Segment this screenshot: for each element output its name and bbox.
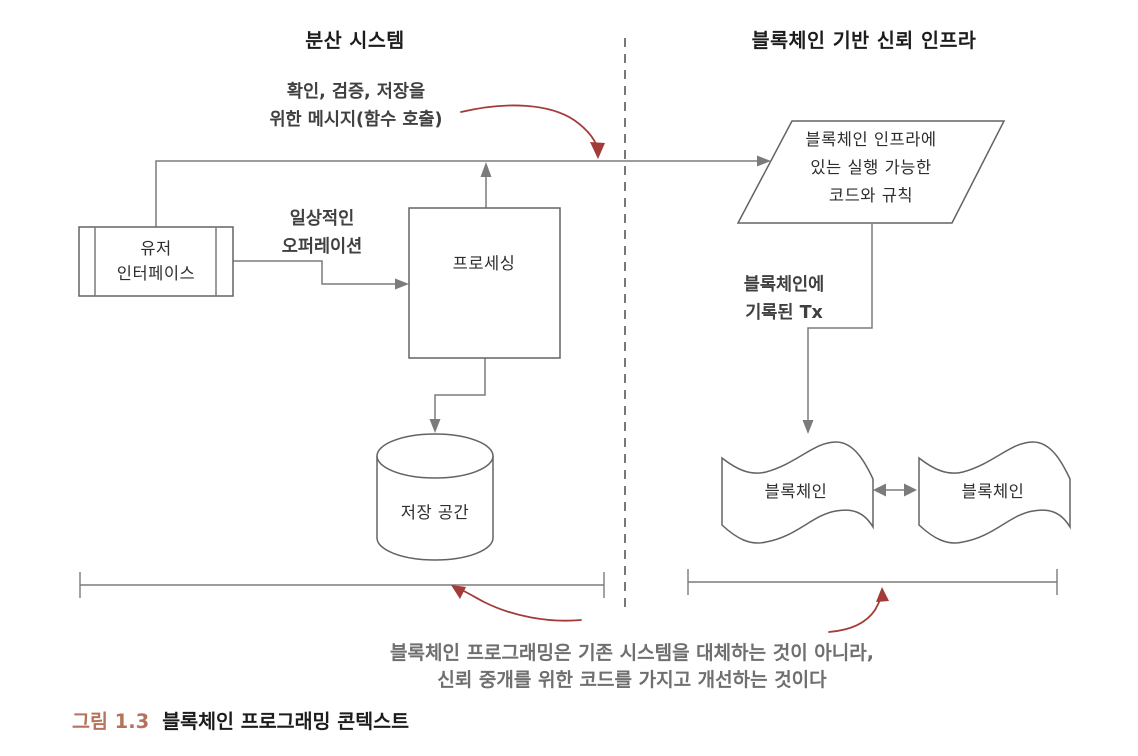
- left-section-title: 분산 시스템: [305, 24, 405, 53]
- wave-outline: [918, 441, 1071, 544]
- red-curve: [460, 104, 598, 147]
- arrowhead-up-icon: [480, 162, 492, 177]
- routine-label-line1: 일상적인: [289, 209, 355, 229]
- footnote-line2: 신뢰 중개를 위한 코드를 가지고 개선하는 것이다: [437, 669, 827, 691]
- arrowhead-up-icon: [876, 587, 889, 602]
- message-label-line2: 위한 메시지(함수 호출): [269, 110, 443, 130]
- connector-line: [233, 260, 397, 285]
- arrowhead-left-icon: [873, 483, 886, 497]
- connector-line: [155, 160, 759, 227]
- message-label-line1: 확인, 검증, 저장을: [286, 82, 426, 102]
- cylinder-body: [376, 456, 494, 561]
- arrow-blockchain-sync: [873, 483, 917, 497]
- arrowhead-down-icon: [590, 142, 605, 159]
- blockchain-left-label: 블록체인: [765, 479, 828, 504]
- footnote-line1: 블록체인 프로그래밍은 기존 시스템을 대체하는 것이 아니라,: [390, 642, 874, 664]
- box-side-bars: [94, 227, 217, 296]
- caption-number: 그림 1.3: [72, 710, 150, 733]
- arrow-processing-up: [480, 162, 492, 208]
- figure-caption: 그림 1.3 블록체인 프로그래밍 콘텍스트: [72, 705, 409, 734]
- infra-code-line2: 있는 실행 가능한: [810, 158, 932, 177]
- red-arrow-right-note: [828, 587, 889, 633]
- right-bracket: [687, 569, 1058, 595]
- processing-label-text: 프로세싱: [452, 254, 516, 273]
- processing-box: [408, 207, 561, 359]
- wave-outline: [721, 441, 874, 544]
- right-section-title-text: 블록체인 기반 신뢰 인프라: [751, 29, 977, 52]
- storage-label: 저장 공간: [401, 500, 469, 525]
- caption-text: 블록체인 프로그래밍 콘텍스트: [162, 710, 410, 733]
- red-curve: [459, 588, 582, 622]
- processing-label: 프로세싱: [453, 251, 516, 276]
- storage-cylinder: [376, 433, 494, 561]
- left-bracket: [79, 572, 605, 598]
- routine-label-line2: 오퍼레이션: [281, 237, 363, 257]
- infra-code-line1: 블록체인 인프라에: [805, 130, 937, 149]
- footnote: 블록체인 프로그래밍은 기존 시스템을 대체하는 것이 아니라, 신뢰 중개를 …: [390, 640, 874, 694]
- routine-operation-label: 일상적인 오퍼레이션: [282, 205, 363, 261]
- message-label: 확인, 검증, 저장을 위한 메시지(함수 호출): [269, 78, 442, 134]
- tx-label: 블록체인에 기록된 Tx: [744, 271, 825, 327]
- cylinder-top: [376, 433, 494, 479]
- red-curve: [828, 596, 882, 633]
- storage-label-text: 저장 공간: [400, 503, 470, 522]
- right-section-title: 블록체인 기반 신뢰 인프라: [752, 24, 977, 53]
- blockchain-right-text: 블록체인: [961, 482, 1025, 501]
- infra-code-line3: 코드와 규칙: [828, 186, 914, 205]
- tx-label-line1: 블록체인에: [743, 275, 825, 295]
- arrowhead-right-icon: [757, 155, 771, 167]
- connector-line: [434, 358, 486, 420]
- arrowhead-right-icon: [904, 483, 917, 497]
- box-outline: [78, 226, 234, 297]
- red-arrow-message: [460, 104, 605, 159]
- tx-label-line2: 기록된 Tx: [745, 303, 823, 323]
- left-section-title-text: 분산 시스템: [305, 29, 405, 52]
- arrow-ui-to-processing: [233, 260, 409, 290]
- blockchain-right-label: 블록체인: [962, 479, 1025, 504]
- blockchain-left-text: 블록체인: [764, 482, 828, 501]
- arrowhead-down-icon: [802, 420, 814, 434]
- arrowhead-up-icon: [451, 585, 466, 599]
- infra-code-label: 블록체인 인프라에 있는 실행 가능한 코드와 규칙: [805, 126, 936, 210]
- arrow-processing-to-storage: [429, 358, 486, 433]
- user-interface-line2: 인터페이스: [116, 264, 196, 283]
- user-interface-box: [78, 226, 234, 297]
- user-interface-line1: 유저: [140, 239, 172, 258]
- arrowhead-down-icon: [429, 419, 441, 433]
- blockchain-wave-left: [721, 441, 874, 544]
- connector-line: [807, 224, 873, 421]
- blockchain-wave-right: [918, 441, 1071, 544]
- user-interface-label: 유저 인터페이스: [117, 236, 195, 286]
- arrowhead-right-icon: [395, 278, 409, 290]
- red-arrow-left-note: [451, 585, 582, 622]
- arrow-ui-to-infra: [155, 155, 771, 227]
- infra-parallelogram: [736, 120, 1006, 224]
- arrow-infra-to-blockchain: [802, 224, 873, 434]
